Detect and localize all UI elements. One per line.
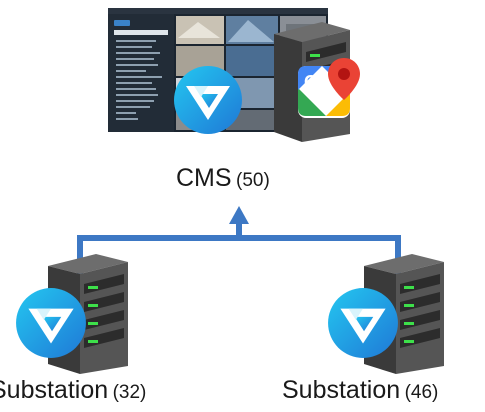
svg-text:G: G [304, 72, 318, 92]
vms-logo-icon [16, 288, 86, 358]
substation-count: (46) [404, 382, 439, 403]
substation-label-left: Substation (32) [0, 376, 146, 405]
vms-logo-icon [174, 66, 242, 134]
google-maps-icon: G [298, 58, 360, 118]
substation-label-right: Substation (46) [282, 376, 438, 405]
cms-name: CMS [176, 164, 232, 192]
substation-node-left [0, 252, 150, 382]
substation-count: (32) [112, 382, 147, 403]
cms-count: (50) [236, 170, 270, 191]
substation-name: Substation [282, 376, 401, 404]
cms-node: G [100, 0, 370, 150]
substation-name: Substation [0, 376, 109, 404]
up-arrow-icon [229, 206, 249, 224]
vms-logo-icon [328, 288, 398, 358]
substation-node-right [316, 252, 466, 382]
cms-label: CMS (50) [176, 164, 270, 193]
